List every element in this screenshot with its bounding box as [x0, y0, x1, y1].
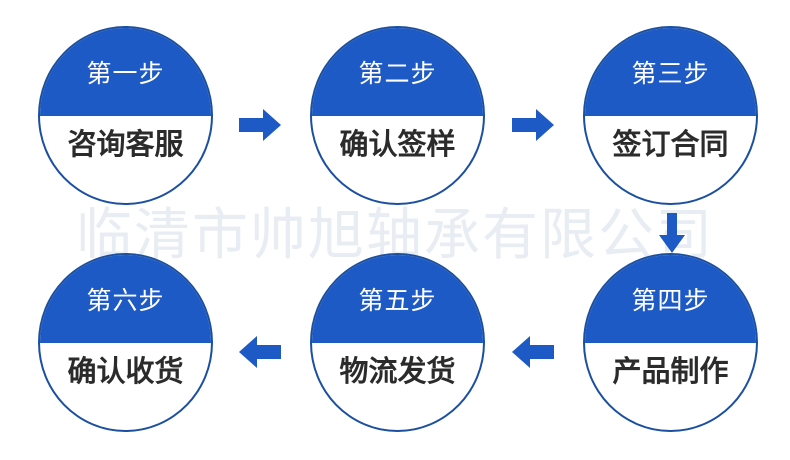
arrow-step3-to-step4: [659, 213, 685, 253]
step-3-circle: 第三步 签订合同: [583, 26, 758, 205]
step-node-3[interactable]: 第三步 签订合同: [583, 26, 758, 205]
arrow-step4-to-step5: [512, 336, 554, 368]
step-6-body: 确认收货: [40, 343, 211, 431]
step-2-order-label: 第二步: [358, 59, 437, 89]
step-4-title: 产品制作: [612, 353, 729, 388]
step-node-2[interactable]: 第二步 确认签样: [310, 26, 485, 205]
step-3-order-label: 第三步: [631, 59, 710, 89]
arrow-step1-to-step2: [239, 109, 281, 141]
step-5-header: 第五步: [312, 255, 483, 343]
step-4-header: 第四步: [585, 255, 756, 343]
step-4-order-label: 第四步: [631, 286, 710, 316]
step-3-title: 签订合同: [612, 126, 729, 161]
step-2-circle: 第二步 确认签样: [310, 26, 485, 205]
step-5-title: 物流发货: [339, 353, 456, 388]
step-5-body: 物流发货: [312, 343, 483, 431]
step-6-circle: 第六步 确认收货: [38, 253, 213, 432]
step-node-4[interactable]: 第四步 产品制作: [583, 253, 758, 432]
arrow-step2-to-step3: [512, 109, 554, 141]
step-4-circle: 第四步 产品制作: [583, 253, 758, 432]
step-2-header: 第二步: [312, 28, 483, 116]
step-node-6[interactable]: 第六步 确认收货: [38, 253, 213, 432]
step-5-circle: 第五步 物流发货: [310, 253, 485, 432]
step-3-header: 第三步: [585, 28, 756, 116]
step-4-body: 产品制作: [585, 343, 756, 431]
arrow-step5-to-step6: [239, 336, 281, 368]
step-2-title: 确认签样: [339, 126, 456, 161]
step-1-title: 咨询客服: [67, 126, 184, 161]
step-1-header: 第一步: [40, 28, 211, 116]
step-2-body: 确认签样: [312, 116, 483, 204]
step-1-circle: 第一步 咨询客服: [38, 26, 213, 205]
step-6-title: 确认收货: [67, 353, 184, 388]
step-5-order-label: 第五步: [358, 286, 437, 316]
step-6-header: 第六步: [40, 255, 211, 343]
step-node-5[interactable]: 第五步 物流发货: [310, 253, 485, 432]
step-node-1[interactable]: 第一步 咨询客服: [38, 26, 213, 205]
step-6-order-label: 第六步: [86, 286, 165, 316]
step-3-body: 签订合同: [585, 116, 756, 204]
step-1-body: 咨询客服: [40, 116, 211, 204]
step-1-order-label: 第一步: [86, 59, 165, 89]
